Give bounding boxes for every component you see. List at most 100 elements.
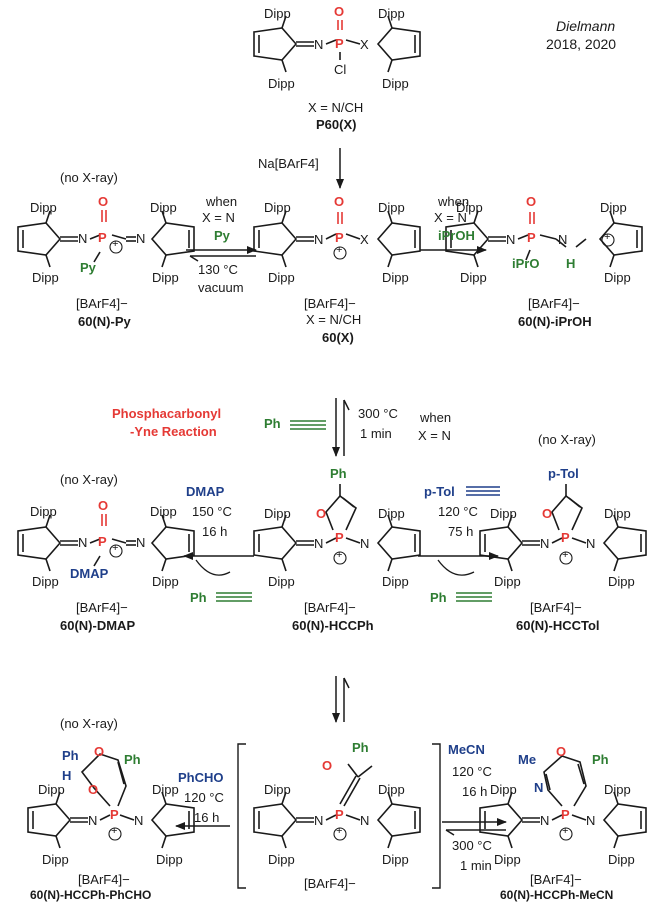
dipp: Dipp — [152, 270, 179, 285]
py-note: (no X-ray) — [60, 170, 118, 185]
dipp: Dipp — [600, 200, 627, 215]
dipp: Dipp — [460, 270, 487, 285]
hccph-counterion: [BArF4]− — [304, 600, 356, 615]
yne-time: 1 min — [360, 426, 392, 441]
atom-n: N — [534, 780, 544, 795]
dipp: Dipp — [494, 574, 521, 589]
atom-o: O — [334, 4, 345, 19]
charge-plus: + — [604, 231, 611, 243]
ph-group: Ph — [62, 748, 79, 763]
reference-author: Dielmann — [556, 18, 616, 34]
dipp: Dipp — [608, 574, 635, 589]
dipp: Dipp — [32, 574, 59, 589]
alkyne-ph-yne — [290, 420, 326, 430]
mecn-counterion: [BArF4]− — [530, 872, 582, 887]
dipp: Dipp — [456, 200, 483, 215]
mecn-caption: 60(N)-HCCPh-MeCN — [500, 888, 614, 902]
ipr-ligand: iPrO — [512, 256, 540, 271]
dmap-caption: 60(N)-DMAP — [60, 618, 136, 633]
hcctol-note: (no X-ray) — [538, 432, 596, 447]
atom-cl: Cl — [334, 62, 347, 77]
phcho-note: (no X-ray) — [60, 716, 118, 731]
atom-o: O — [542, 506, 553, 521]
atom-p: P — [335, 36, 344, 51]
charge-plus: + — [112, 542, 119, 554]
phcho-caption: 60(N)-HCCPh-PhCHO — [30, 888, 152, 902]
ipr-cond-line2: X = N — [434, 210, 467, 225]
dipp: Dipp — [156, 852, 183, 867]
arrows — [175, 148, 507, 836]
atom-h: H — [566, 256, 576, 271]
p60x-caption1: X = N/CH — [308, 100, 364, 115]
py-counterion: [BArF4]− — [76, 296, 128, 311]
hccph-caption: 60(N)-HCCPh — [292, 618, 374, 633]
atom-n: N — [134, 813, 144, 828]
atom-n: N — [314, 232, 324, 247]
dipp: Dipp — [30, 200, 57, 215]
dipp: Dipp — [268, 76, 295, 91]
mecn-cond-rev-temp: 300 °C — [452, 838, 492, 853]
dipp: Dipp — [490, 506, 517, 521]
dipp: Dipp — [382, 852, 409, 867]
alkyne-ph-dmap — [216, 592, 252, 602]
phcho-cond-time: 16 h — [194, 810, 220, 825]
atom-o: O — [526, 194, 537, 209]
dmap-cond-reagent: DMAP — [186, 484, 225, 499]
dipp: Dipp — [604, 506, 631, 521]
dipp: Dipp — [268, 852, 295, 867]
charge-plus: + — [336, 825, 343, 837]
atom-n: N — [78, 231, 88, 246]
dipp: Dipp — [30, 504, 57, 519]
atom-p: P — [110, 807, 119, 822]
atom-p: P — [335, 807, 344, 822]
mecn-cond-rev-time: 1 min — [460, 858, 492, 873]
ph-group: Ph — [124, 752, 141, 767]
dipp: Dipp — [150, 200, 177, 215]
dmap-cond-time: 16 h — [202, 524, 228, 539]
alkyne-tol — [466, 486, 500, 496]
tol-group: p-Tol — [548, 466, 579, 481]
py-cond-extra: vacuum — [198, 280, 244, 295]
atom-o: O — [98, 194, 109, 209]
charge-plus: + — [562, 549, 569, 561]
dipp: Dipp — [32, 270, 59, 285]
atom-h: H — [62, 768, 72, 783]
py-cond-line1: when — [206, 194, 238, 209]
ph-group: Ph — [330, 466, 347, 481]
py-cond-reagent: Py — [214, 228, 230, 243]
yne-temp: 300 °C — [358, 406, 398, 421]
alkyne-ph-tol — [456, 592, 492, 602]
yne-name2: -Yne Reaction — [130, 424, 217, 439]
mecn-cond-temp: 120 °C — [452, 764, 492, 779]
atom-n: N — [586, 536, 596, 551]
atom-o: O — [322, 758, 333, 773]
atom-p: P — [561, 807, 570, 822]
py-cond-line2: X = N — [202, 210, 235, 225]
atom-x: X — [360, 37, 369, 52]
atom-p: P — [98, 534, 107, 549]
mecn-cond-reagent: MeCN — [448, 742, 485, 757]
atom-o: O — [316, 506, 327, 521]
ph-group: Ph — [592, 752, 609, 767]
py-cond-temp: 130 °C — [198, 262, 238, 277]
atom-p: P — [335, 230, 344, 245]
atom-n: N — [136, 535, 146, 550]
dmap-note: (no X-ray) — [60, 472, 118, 487]
c60x-counterion: [BArF4]− — [304, 296, 356, 311]
dipp: Dipp — [378, 782, 405, 797]
py-caption: 60(N)-Py — [78, 314, 131, 329]
dipp: Dipp — [264, 200, 291, 215]
atom-n: N — [540, 536, 550, 551]
charge-plus: + — [336, 244, 343, 256]
phcho-counterion: [BArF4]− — [78, 872, 130, 887]
dipp: Dipp — [604, 270, 631, 285]
atom-o: O — [334, 194, 345, 209]
yne-line1: when — [420, 410, 452, 425]
p60x-caption2: P60(X) — [316, 117, 357, 132]
dipp: Dipp — [382, 270, 409, 285]
atom-n: N — [314, 536, 324, 551]
dipp: Dipp — [264, 506, 291, 521]
yne-name1: Phosphacarbonyl — [112, 406, 222, 421]
atom-o: O — [88, 782, 99, 797]
